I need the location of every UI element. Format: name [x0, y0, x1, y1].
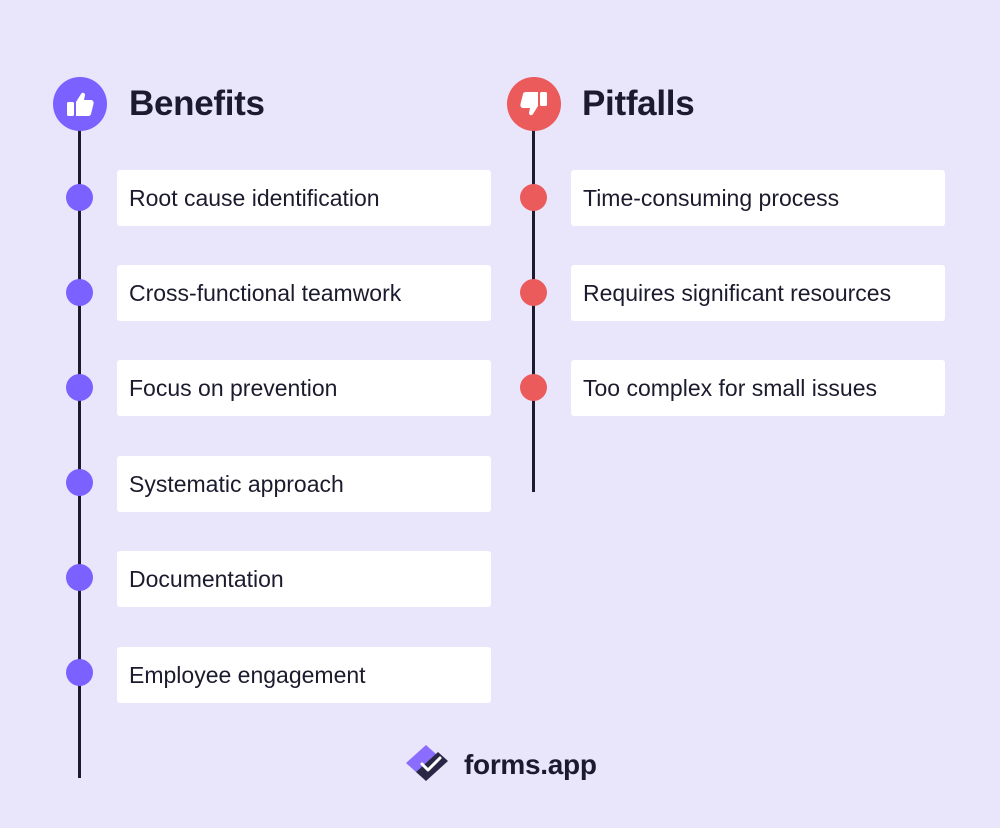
benefits-timeline-dot — [66, 184, 93, 211]
benefit-label: Employee engagement — [129, 661, 366, 688]
benefit-card: Employee engagement — [117, 647, 491, 703]
pitfalls-timeline-dot — [520, 279, 547, 306]
pitfalls-timeline-dot — [520, 374, 547, 401]
thumbs-up-icon — [53, 77, 107, 131]
benefits-heading: Benefits — [129, 84, 265, 123]
benefits-timeline-dot — [66, 469, 93, 496]
forms-app-logo-icon — [402, 742, 452, 789]
benefit-label: Root cause identification — [129, 184, 380, 211]
benefits-column: Benefits Root cause identification Cross… — [53, 77, 491, 778]
benefit-label: Cross-functional teamwork — [129, 279, 402, 306]
benefit-card: Systematic approach — [117, 456, 491, 512]
pitfalls-heading: Pitfalls — [582, 84, 695, 123]
benefits-timeline-dot — [66, 374, 93, 401]
benefits-timeline-line — [78, 104, 81, 778]
pitfall-card: Too complex for small issues — [571, 360, 945, 416]
pitfall-label: Too complex for small issues — [583, 374, 877, 401]
benefits-timeline-dot — [66, 659, 93, 686]
forms-app-brand: forms.app — [402, 744, 597, 786]
benefits-timeline-dot — [66, 279, 93, 306]
benefit-label: Systematic approach — [129, 470, 344, 497]
pitfalls-column: Pitfalls Time-consuming process Requires… — [455, 0, 1000, 828]
benefit-label: Focus on prevention — [129, 374, 338, 401]
benefit-card: Cross-functional teamwork — [117, 265, 491, 321]
benefit-label: Documentation — [129, 565, 284, 592]
pitfall-label: Time-consuming process — [583, 184, 840, 211]
pitfall-card: Time-consuming process — [571, 170, 945, 226]
benefit-card: Root cause identification — [117, 170, 491, 226]
pitfall-label: Requires significant resources — [583, 279, 892, 306]
benefit-card: Focus on prevention — [117, 360, 491, 416]
benefit-card: Documentation — [117, 551, 491, 607]
brand-name: forms.app — [464, 749, 597, 780]
thumbs-down-icon — [507, 77, 561, 131]
pitfall-card: Requires significant resources — [571, 265, 945, 321]
benefits-timeline-dot — [66, 564, 93, 591]
pitfalls-timeline-dot — [520, 184, 547, 211]
